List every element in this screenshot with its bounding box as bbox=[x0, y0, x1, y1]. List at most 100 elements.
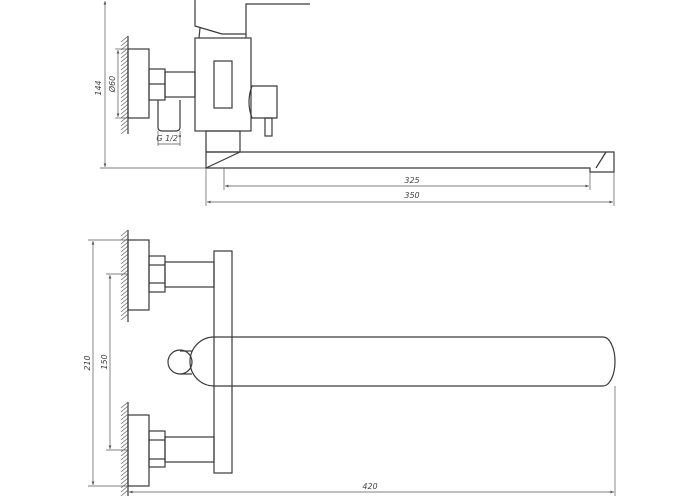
hatch-line bbox=[120, 123, 129, 131]
hatch-line bbox=[120, 55, 129, 63]
lower-flange bbox=[127, 414, 150, 487]
hatch-line bbox=[120, 273, 129, 281]
lever-handle bbox=[194, 0, 310, 35]
hatch-line bbox=[120, 75, 129, 83]
hatch-line bbox=[120, 79, 129, 87]
hatch-line bbox=[120, 35, 129, 43]
hatch-line bbox=[120, 425, 129, 433]
hatch-line bbox=[120, 473, 129, 481]
hatch-line bbox=[120, 437, 129, 445]
diverter-knob bbox=[248, 85, 278, 119]
hatch-line bbox=[120, 265, 129, 273]
hatch-line bbox=[120, 401, 129, 409]
lower-nut bbox=[148, 430, 166, 468]
hatch-line bbox=[120, 309, 129, 317]
diameter-label: Ø60 bbox=[107, 76, 117, 93]
hatch-line bbox=[120, 461, 129, 469]
hatch-line bbox=[120, 269, 129, 277]
hatch-line bbox=[120, 119, 129, 127]
hatch-line bbox=[120, 417, 129, 425]
upper-pipe bbox=[164, 261, 215, 288]
thread-label: G 1/2" bbox=[156, 134, 181, 143]
hatch-line bbox=[120, 249, 129, 257]
dimension-thread: G 1/2" bbox=[156, 131, 182, 146]
connecting-pipe bbox=[164, 71, 196, 98]
hatch-line bbox=[120, 313, 129, 321]
height-label: 144 bbox=[94, 80, 103, 95]
hatch-line bbox=[120, 257, 129, 265]
upper-nut bbox=[148, 255, 166, 293]
hatch-line bbox=[120, 127, 129, 135]
hatch-line bbox=[120, 285, 129, 293]
upper-flange bbox=[127, 239, 150, 311]
dimension-210: 210 bbox=[83, 239, 128, 487]
dimension-150: 150 bbox=[100, 273, 128, 451]
hatch-line bbox=[120, 229, 129, 237]
wall-flange bbox=[127, 48, 150, 119]
mixer-body-bar bbox=[213, 250, 233, 474]
hatch-line bbox=[120, 289, 129, 297]
hatch-line bbox=[120, 413, 129, 421]
hatch-line bbox=[120, 59, 129, 67]
hatch-line bbox=[120, 293, 129, 301]
wall-hatch-upper bbox=[120, 229, 129, 322]
hatch-line bbox=[120, 445, 129, 453]
diverter-knob-top bbox=[167, 349, 193, 375]
hatch-line bbox=[120, 485, 129, 493]
hatch-line bbox=[120, 91, 129, 99]
dimension-diameter: Ø60 bbox=[107, 48, 128, 119]
hatch-line bbox=[120, 99, 129, 107]
hatch-line bbox=[120, 107, 129, 115]
hatch-line bbox=[120, 465, 129, 473]
hatch-line bbox=[120, 233, 129, 241]
body-inset bbox=[213, 60, 233, 109]
dimension-144: 144 bbox=[94, 0, 206, 169]
hatch-line bbox=[120, 297, 129, 305]
hatch-line bbox=[120, 433, 129, 441]
hatch-line bbox=[120, 457, 129, 465]
length-label: 350 bbox=[404, 191, 419, 200]
hatch-line bbox=[120, 51, 129, 59]
hatch-line bbox=[120, 87, 129, 95]
hatch-line bbox=[120, 237, 129, 245]
hatch-line bbox=[120, 71, 129, 79]
hatch-line bbox=[120, 477, 129, 485]
spout-collar bbox=[205, 130, 241, 153]
hatch-line bbox=[120, 449, 129, 457]
hatch-line bbox=[120, 429, 129, 437]
overall-length-label: 420 bbox=[362, 482, 377, 491]
spout-top bbox=[189, 336, 616, 387]
hatch-line bbox=[120, 241, 129, 249]
side-view: 144 Ø60 G 1/2" 325 350 bbox=[94, 0, 615, 206]
wall-hatch bbox=[120, 35, 129, 135]
hatch-line bbox=[120, 281, 129, 289]
hatch-line bbox=[120, 469, 129, 477]
hatch-line bbox=[120, 245, 129, 253]
overall-height-label: 210 bbox=[83, 355, 92, 370]
hatch-line bbox=[120, 277, 129, 285]
hatch-line bbox=[120, 405, 129, 413]
wall-hatch-lower bbox=[120, 401, 129, 497]
hatch-line bbox=[120, 453, 129, 461]
spout bbox=[205, 151, 615, 173]
hatch-line bbox=[120, 441, 129, 449]
dimension-325: 325 bbox=[223, 168, 591, 190]
hatch-line bbox=[120, 63, 129, 71]
hatch-line bbox=[120, 115, 129, 123]
hatch-line bbox=[120, 305, 129, 313]
lower-pipe bbox=[164, 436, 215, 463]
hatch-line bbox=[120, 489, 129, 497]
dimension-420: 420 bbox=[129, 386, 616, 496]
hatch-line bbox=[120, 253, 129, 261]
hatch-line bbox=[120, 481, 129, 489]
hatch-line bbox=[120, 409, 129, 417]
hatch-line bbox=[120, 67, 129, 75]
hatch-line bbox=[120, 421, 129, 429]
hatch-line bbox=[120, 103, 129, 111]
hatch-line bbox=[120, 261, 129, 269]
mixer-body bbox=[194, 37, 252, 132]
dimension-350: 350 bbox=[205, 168, 615, 206]
hatch-line bbox=[120, 83, 129, 91]
hatch-line bbox=[120, 39, 129, 47]
